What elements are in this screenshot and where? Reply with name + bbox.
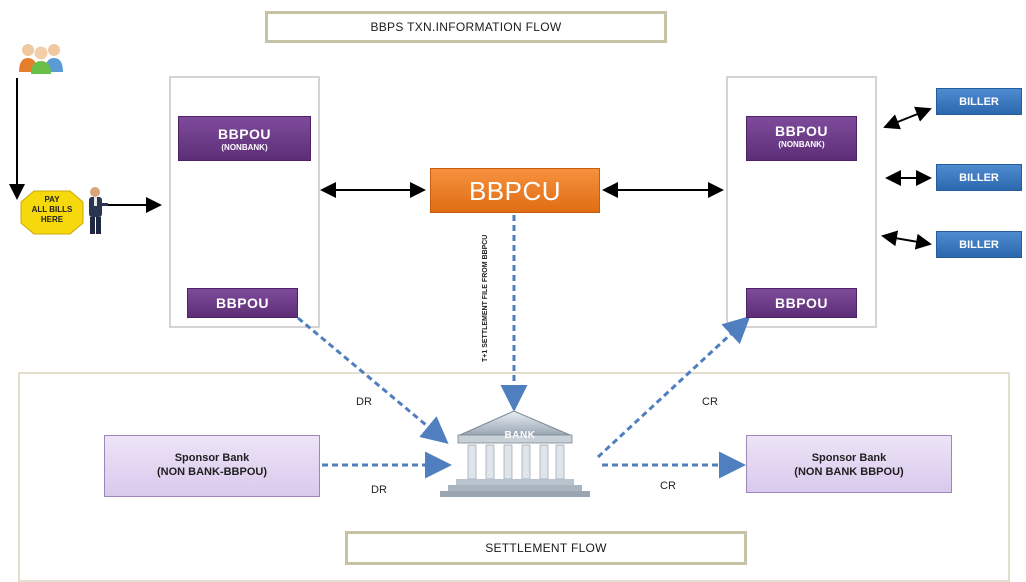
businessman-icon (89, 187, 108, 234)
pay-bills-sign: PAY ALL BILLS HERE (20, 190, 84, 235)
biller-1-arrow (883, 106, 932, 130)
sponsor-right-line1: Sponsor Bank (811, 452, 887, 464)
sponsor-right-line2: (NON BANK BBPOU) (794, 466, 904, 478)
right-bbpou-nonbank-sub: (NONBANK) (778, 140, 825, 149)
bbpcu-label: BBPCU (468, 176, 562, 206)
sponsor-left-line1: Sponsor Bank (174, 452, 250, 464)
left-bbpou-node: BBPOU (187, 288, 298, 318)
biller-3-label: BILLER (959, 239, 999, 251)
right-bbpou-nonbank-node: BBPOU (NONBANK) (746, 116, 857, 161)
title-txn-flow: BBPS TXN.INFORMATION FLOW (370, 20, 562, 34)
bbpcu-node: BBPCU (430, 168, 600, 213)
biller-node-1: BILLER (936, 88, 1022, 115)
cr-label-upper: CR (702, 396, 718, 408)
sponsor-bank-left: Sponsor Bank (NON BANK-BBPOU) (104, 435, 320, 497)
biller-1-label: BILLER (959, 96, 999, 108)
left-bbpou-nonbank-label: BBPOU (217, 126, 272, 142)
sponsor-bank-right: Sponsor Bank (NON BANK BBPOU) (746, 435, 952, 493)
right-bbpou-node: BBPOU (746, 288, 857, 318)
title-box-txn-flow: BBPS TXN.INFORMATION FLOW (265, 11, 667, 43)
left-bbpou-nonbank-node: BBPOU (NONBANK) (178, 116, 311, 161)
cr-arrow-bank-to-bbpou (596, 315, 751, 459)
biller-node-3: BILLER (936, 231, 1022, 258)
cr-label-lower: CR (660, 480, 676, 492)
left-bbpou-label: BBPOU (215, 295, 270, 311)
octagon-sign-icon (20, 190, 84, 235)
pay-sign-line3: HERE (40, 215, 64, 224)
biller-3-arrow (881, 230, 932, 250)
bank-icon-wrap: BANK (428, 405, 600, 499)
customer-group-icon (19, 44, 63, 74)
dr-label-lower: DR (371, 484, 387, 496)
right-bbpou-label: BBPOU (774, 295, 829, 311)
title-settlement-flow: SETTLEMENT FLOW (485, 541, 607, 555)
title-box-settlement-flow: SETTLEMENT FLOW (345, 531, 747, 565)
biller-node-2: BILLER (936, 164, 1022, 191)
pay-sign-line1: PAY (44, 195, 60, 204)
left-bbpou-nonbank-sub: (NONBANK) (221, 143, 268, 152)
pay-sign-line2: ALL BILLS (31, 205, 73, 214)
dr-label-upper: DR (356, 396, 372, 408)
sponsor-left-line2: (NON BANK-BBPOU) (157, 466, 267, 478)
bank-label: BANK (504, 430, 536, 441)
dr-arrow-bbpou-to-bank (297, 316, 449, 444)
settlement-file-note: T+1 SETTLEMENT FILE FROM BBPCU (482, 234, 489, 362)
bank-icon (440, 410, 590, 497)
biller-2-label: BILLER (959, 172, 999, 184)
right-bbpou-nonbank-label: BBPOU (774, 123, 829, 139)
